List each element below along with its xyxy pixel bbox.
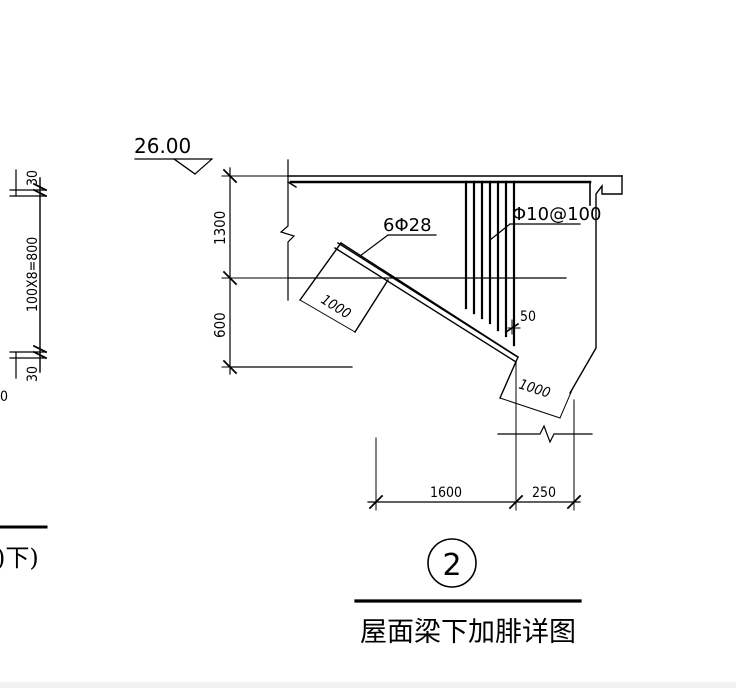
horizontal-dimension [367, 361, 593, 511]
left-fragment [0, 169, 48, 529]
haunch-length-label: 1600 [430, 485, 462, 501]
left-partial-text: 0 [0, 389, 8, 405]
anchor-length-lower: 1000 [517, 377, 552, 402]
detail-number: 2 [442, 548, 461, 583]
anchor-length-upper: 1000 [318, 292, 354, 323]
left-dim-top: 30 [25, 170, 41, 186]
bottom-band [0, 682, 736, 688]
beam-outline [229, 159, 623, 394]
elevation-marker [134, 158, 213, 175]
elevation-label: 26.00 [134, 134, 191, 158]
stirrups [464, 180, 516, 347]
left-partial-title: )下) [0, 544, 39, 572]
dim-height-top: 1300 [211, 211, 229, 245]
column-width-label: 250 [532, 485, 556, 501]
detail-number-circle [427, 538, 477, 588]
dim-height-bottom: 600 [211, 312, 229, 338]
detail-title: 屋面梁下加腓详图 [360, 617, 576, 648]
vertical-dimension [221, 167, 291, 375]
offset-dim-label: 50 [520, 309, 536, 325]
main-rebar-label: 6Φ28 [383, 215, 432, 236]
left-dim-bottom: 30 [25, 366, 41, 382]
left-dim-mid: 100X8=800 [25, 237, 41, 312]
stirrup-label: Φ10@100 [512, 204, 601, 225]
haunch-rebar [299, 242, 573, 419]
